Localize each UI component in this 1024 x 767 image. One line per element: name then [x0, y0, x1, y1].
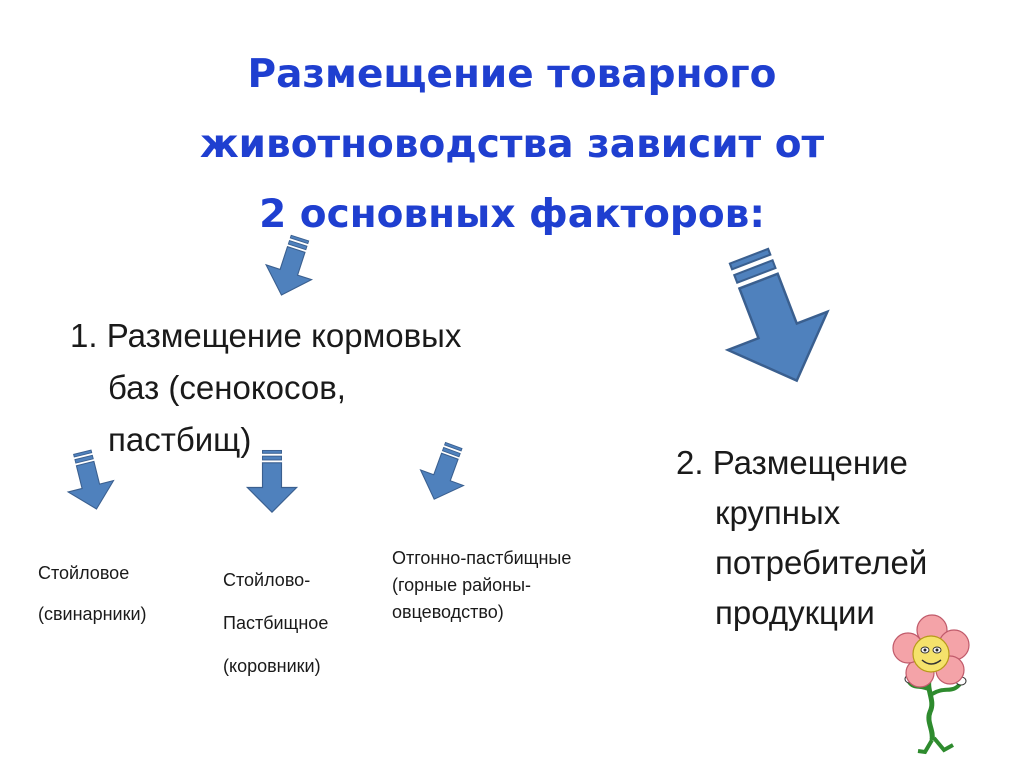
arrow-down-icon	[413, 438, 476, 507]
arrow-down-icon	[247, 450, 296, 512]
flower-mascot-icon	[893, 615, 969, 752]
arrow-down-icon	[699, 237, 846, 400]
arrow-down-icon	[60, 447, 120, 515]
arrow-down-icon	[259, 231, 323, 303]
